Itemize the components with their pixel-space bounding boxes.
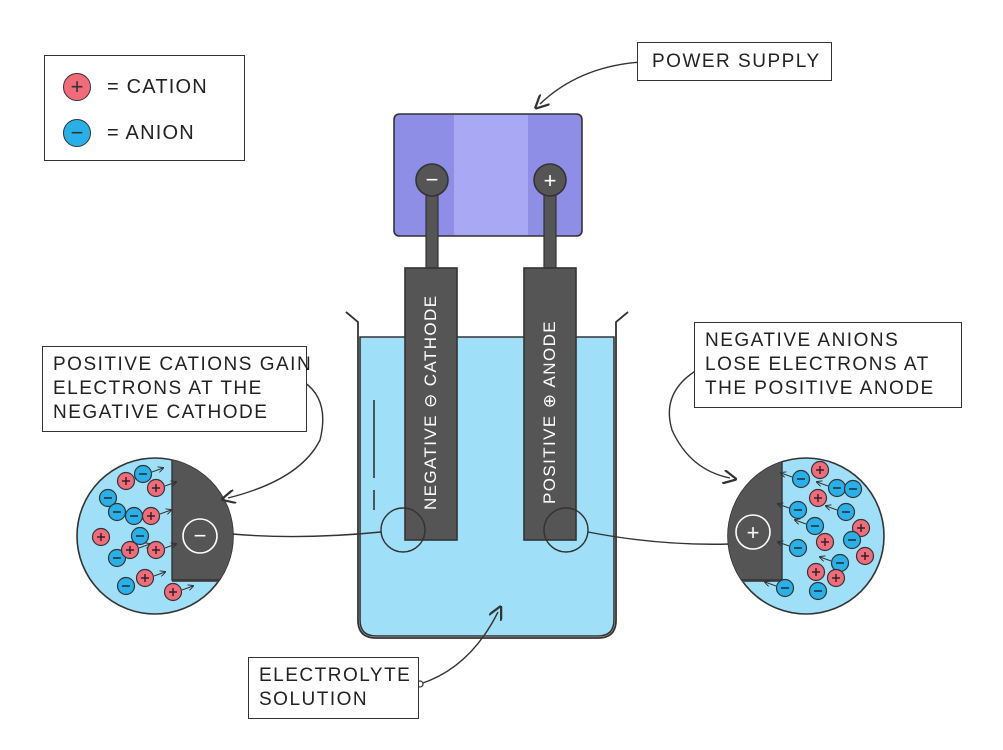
power-supply-arrow <box>540 61 643 104</box>
cathode-zoom-symbol <box>182 518 218 554</box>
anode-anion-11 <box>842 530 862 550</box>
anode-cation-10 <box>815 532 835 552</box>
anode-zoom-sign: + <box>747 520 760 545</box>
negative-terminal-symbol: − <box>426 167 439 192</box>
negative-wire <box>425 189 439 273</box>
anode-cation-13 <box>806 562 826 582</box>
cathode-zoom-view: − <box>76 457 234 615</box>
cathode-cation-7 <box>91 527 111 547</box>
legend-cation-row: + = CATION <box>63 73 208 101</box>
cathode-zoom-sign: − <box>194 523 207 548</box>
beaker <box>345 311 629 639</box>
cathode-note-arrow <box>228 381 324 498</box>
anode-anion-4 <box>843 479 863 499</box>
cathode-anion-0 <box>98 488 118 508</box>
legend: + = CATION − = ANION <box>44 55 245 161</box>
cathode-anion-4 <box>107 502 127 522</box>
cathode-zoom-marker <box>380 507 426 553</box>
cathode-zoom-ions <box>91 464 194 602</box>
anion-icon: − <box>63 119 91 147</box>
anode-cation-17 <box>826 568 846 588</box>
anode-zoom-connector <box>587 531 731 545</box>
legend-cation-label: = CATION <box>107 75 208 98</box>
cathode-cation-3 <box>146 478 177 498</box>
anode-note-label: NEGATIVE ANIONS LOSE ELECTRONS AT THE PO… <box>694 322 962 408</box>
cathode-note-label: POSITIVE CATIONS GAIN ELECTRONS AT THE N… <box>42 346 311 432</box>
electrodes <box>404 267 577 541</box>
anode-anion-15 <box>765 578 795 598</box>
anode-anion-0 <box>781 469 811 489</box>
anode-zoom-ions <box>765 460 875 601</box>
power-supply-panel <box>454 115 528 235</box>
anode-zoom-view: + <box>727 457 885 615</box>
anode-cation-12 <box>855 546 875 566</box>
cation-icon: + <box>63 73 91 101</box>
power-supply-label: POWER SUPPLY <box>637 42 832 81</box>
legend-anion-row: − = ANION <box>63 119 195 147</box>
anode-cation-1 <box>810 460 830 480</box>
cathode-zoom-connector <box>231 531 382 538</box>
cathode-label: NEGATIVE ⊖ CATHODE <box>421 294 440 510</box>
positive-wire <box>543 189 557 273</box>
cathode-electrode <box>404 267 458 541</box>
anode-zoom-symbol <box>735 514 771 550</box>
cathode-anion-2 <box>133 464 164 484</box>
positive-terminal-symbol: + <box>544 168 557 193</box>
cathode-cation-13 <box>135 568 166 588</box>
cathode-cation-11 <box>146 540 177 560</box>
anode-cation-3 <box>808 488 828 508</box>
legend-anion-label: = ANION <box>107 121 195 144</box>
anode-zoom-marker <box>543 507 589 553</box>
negative-terminal <box>415 163 449 197</box>
cathode-anion-12 <box>116 576 136 596</box>
anode-electrode <box>523 267 577 541</box>
anode-anion-2 <box>817 478 847 498</box>
anode-label: POSITIVE ⊕ ANODE <box>540 319 559 504</box>
cathode-surface <box>172 458 233 582</box>
beaker-wall <box>345 311 629 639</box>
electrolyte-arrow <box>419 612 498 685</box>
cathode-cation-6 <box>141 506 172 526</box>
anode-note-arrow <box>668 366 730 478</box>
electrolyte-label: ELECTROLYTE SOLUTION <box>248 657 419 719</box>
cathode-anion-8 <box>107 548 127 568</box>
cathode-anion-10 <box>130 526 150 546</box>
power-supply: − + <box>393 113 583 273</box>
anode-anion-8 <box>795 516 825 536</box>
anode-anion-16 <box>808 581 828 601</box>
cathode-cation-14 <box>163 582 194 602</box>
cathode-cation-9 <box>120 540 151 560</box>
anode-anion-9 <box>778 538 808 558</box>
anode-anion-6 <box>826 502 856 522</box>
positive-terminal <box>533 163 567 197</box>
